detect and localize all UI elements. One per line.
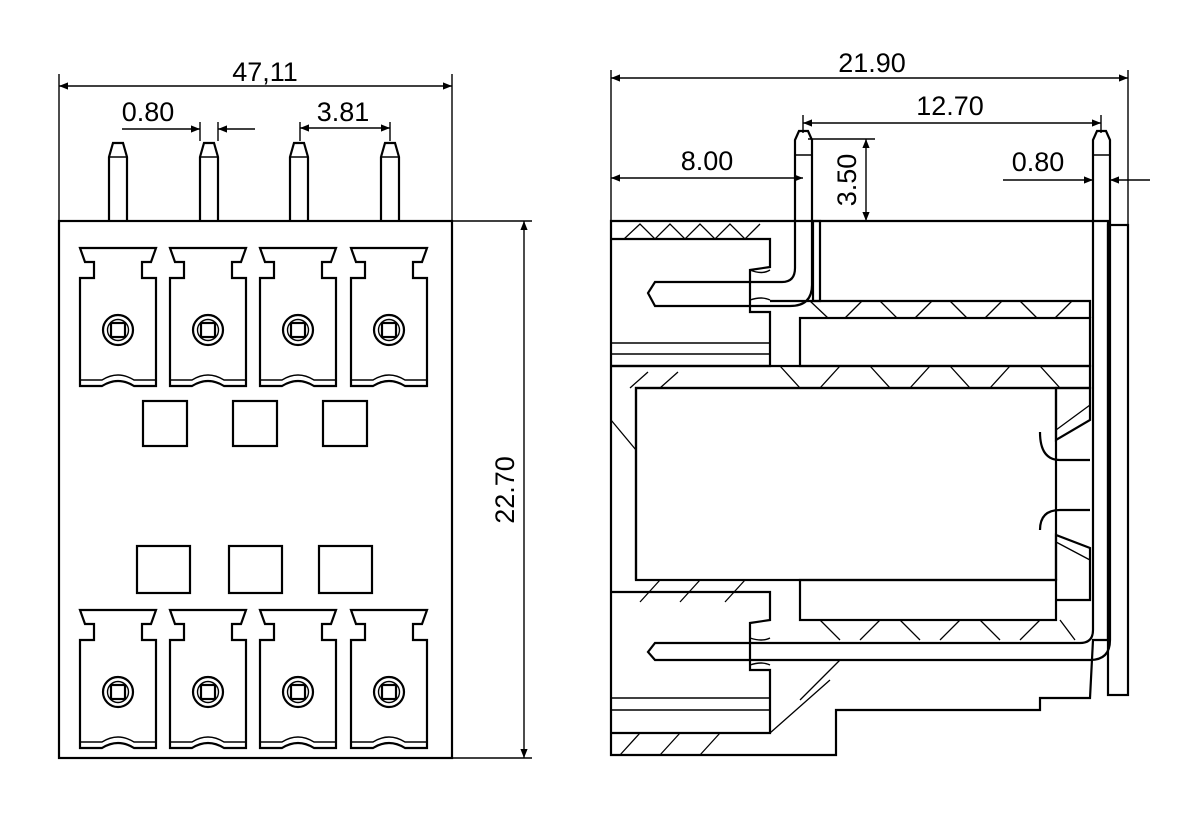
- dim-label: 47,11: [232, 57, 298, 87]
- dim-pin-width-front: 0.80: [122, 97, 255, 141]
- dim-label: 12.70: [916, 91, 984, 121]
- dim-label: 0.80: [122, 97, 175, 127]
- terminal-cell: [78, 246, 158, 388]
- terminal-cell: [168, 246, 248, 388]
- terminal-cell: [349, 246, 429, 388]
- dim-pin-width-side: 0.80: [1003, 147, 1150, 190]
- side-view: 21.90 12.70 8.00 3.50 0.80: [609, 48, 1150, 757]
- pin-1: [107, 141, 129, 223]
- connector-body-front: [57, 219, 454, 760]
- release-windows: [135, 399, 374, 595]
- pin-lower: [646, 129, 1112, 666]
- pin-upper: [646, 129, 814, 308]
- dim-overall-height: 22.70: [452, 220, 532, 759]
- dim-overall-width: 47,11: [58, 57, 453, 221]
- terminal-cell: [258, 246, 338, 388]
- terminal-row-top: [78, 246, 429, 388]
- dim-label: 22.70: [490, 456, 520, 524]
- dim-pitch: 3.81: [299, 97, 391, 141]
- dim-label: 21.90: [838, 48, 906, 78]
- dim-front-offset: 8.00: [611, 146, 803, 182]
- dim-pin-height: 3.50: [808, 138, 875, 221]
- dim-label: 3.50: [832, 154, 862, 207]
- pin-4: [379, 141, 401, 223]
- dim-pin-spacing: 12.70: [802, 91, 1102, 133]
- front-view: 47,11 0.80 3.81 22.70: [57, 57, 532, 760]
- terminal-cell: [258, 608, 338, 750]
- dim-label: 0.80: [1012, 147, 1065, 177]
- dim-label: 3.81: [317, 97, 370, 127]
- pin-2: [198, 141, 220, 223]
- terminal-cell: [349, 608, 429, 750]
- pin-tops: [107, 141, 401, 223]
- terminal-cell: [168, 608, 248, 750]
- pin-3: [288, 141, 310, 223]
- terminal-cell: [78, 608, 158, 750]
- rear-flange: [1106, 223, 1130, 697]
- terminal-row-bottom: [78, 608, 429, 750]
- dim-label: 8.00: [681, 146, 734, 176]
- dim-overall-depth: 21.90: [610, 48, 1129, 225]
